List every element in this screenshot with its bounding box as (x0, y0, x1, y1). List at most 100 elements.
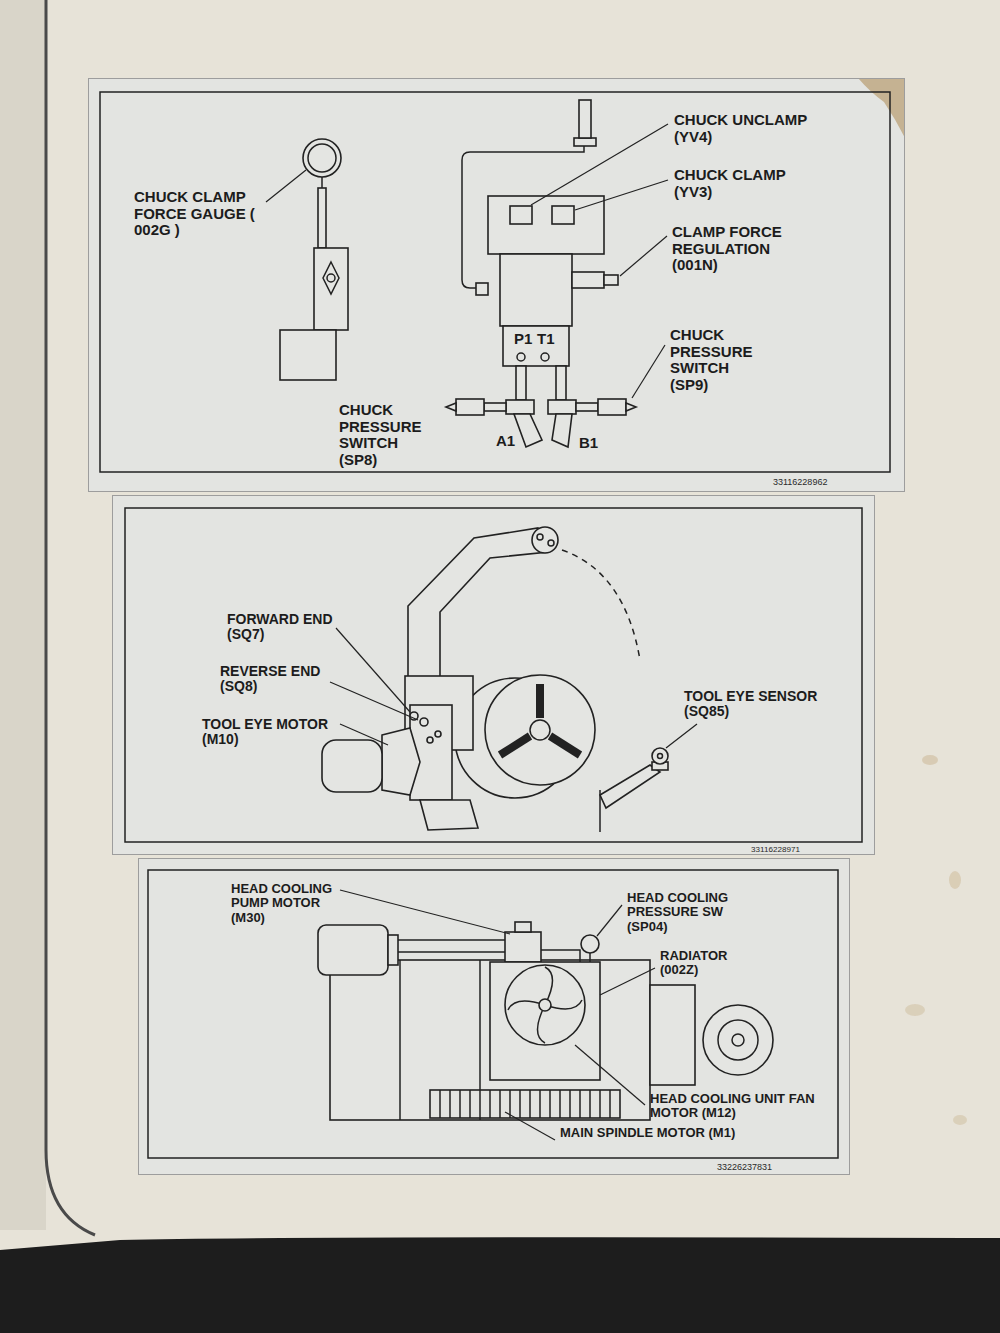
limit-switch (427, 737, 433, 743)
pipe (556, 366, 566, 400)
leader-line (340, 724, 388, 745)
pressure-switch (598, 399, 626, 415)
plate-frame (100, 92, 890, 472)
sensor-arm (599, 790, 601, 832)
fan-blades (508, 967, 582, 1043)
pump-motor (318, 925, 388, 975)
gauge-tube (318, 188, 326, 248)
callout-label: MAIN SPINDLE MOTOR (M1) (560, 1126, 740, 1140)
gauge-base (280, 330, 336, 380)
floor-shadow (0, 1237, 1000, 1333)
leader-line (600, 968, 655, 995)
callout-label: CHUCK UNCLAMP (YV4) (674, 112, 824, 145)
fan-hub (539, 999, 551, 1011)
spindle-nose-ring (718, 1020, 758, 1060)
leader-line (340, 890, 510, 934)
elbow-fitting (514, 414, 542, 447)
plate-ground (88, 78, 905, 492)
plate-frame (125, 508, 862, 842)
callout-label: P1 (514, 331, 532, 348)
callout-label: CLAMP FORCE REGULATION (001N) (672, 224, 807, 274)
callout-label: HEAD COOLING PRESSURE SW (SP04) (627, 891, 767, 934)
cooling-fins (430, 1090, 620, 1118)
tee-fitting (506, 400, 534, 414)
part-number: 33116228962 (773, 478, 827, 488)
solenoid (510, 206, 532, 224)
spindle-nose (703, 1005, 773, 1075)
callout-label: CHUCK CLAMP FORCE GAUGE ( 002G ) (134, 189, 269, 239)
plate-ground (112, 495, 875, 855)
pump (505, 932, 541, 962)
callout-label: CHUCK PRESSURE SWITCH (SP9) (670, 327, 770, 393)
chuck-jaw (550, 736, 580, 755)
solenoid (552, 206, 574, 224)
gauge-dial (303, 139, 341, 177)
label-plate: HEAD COOLING PUMP MOTOR (M30) HEAD COOLIN… (138, 858, 850, 1175)
body-seam (399, 960, 401, 1120)
callout-label: RADIATOR (002Z) (660, 949, 755, 978)
leader-line (575, 1045, 645, 1105)
tool-eye-arm (408, 528, 548, 680)
callout-label: FORWARD END (SQ7) (227, 612, 357, 643)
pressure-switch-tip (626, 403, 636, 411)
callout-label: REVERSE END (SQ8) (220, 664, 345, 695)
bracket (420, 800, 478, 830)
regulator-knob (604, 275, 618, 285)
chuck-face (485, 675, 595, 785)
part-number: 33226237831 (717, 1163, 772, 1173)
tool-eye-sensor (652, 748, 668, 764)
limit-switch (435, 731, 441, 737)
leader-line (666, 724, 697, 748)
leader-line (597, 905, 622, 936)
coolant-pipe (541, 950, 580, 962)
plate-ground (138, 858, 850, 1175)
leader-line (620, 236, 667, 276)
plate-stain (858, 78, 905, 138)
leader-line (531, 124, 668, 205)
pressure-fitting (579, 100, 591, 138)
leader-line (330, 682, 418, 720)
elbow-fitting (552, 414, 572, 447)
coolant-pipe (398, 940, 505, 952)
motor-nut (382, 728, 420, 795)
regulator (572, 272, 604, 288)
part-number: 33116228971 (751, 846, 800, 855)
fin-lines (440, 1090, 610, 1118)
radiator (490, 962, 600, 1080)
leader-line (575, 180, 668, 210)
leader-line (632, 345, 665, 398)
leader-line (266, 170, 306, 202)
port (517, 353, 525, 361)
manifold (500, 254, 572, 326)
spindle-nose-center (732, 1034, 744, 1046)
pump-coupling (388, 935, 398, 965)
pipe (516, 366, 526, 400)
swing-path (562, 550, 640, 660)
tee-fitting (548, 400, 576, 414)
panel-edge (0, 0, 46, 1230)
callout-label: CHUCK CLAMP (YV3) (674, 167, 809, 200)
callout-label: HEAD COOLING PUMP MOTOR (M30) (231, 882, 356, 925)
nipple (576, 403, 598, 411)
gauge-block (314, 248, 348, 330)
chuck-jaw (500, 736, 530, 755)
switch-stem (589, 953, 591, 962)
label-plate: CHUCK UNCLAMP (YV4) CHUCK CLAMP FORCE GAU… (88, 78, 905, 492)
pump-fitting (515, 922, 531, 932)
callout-label: TOOL EYE MOTOR (M10) (202, 717, 352, 748)
leader-line (505, 1112, 555, 1140)
callout-label: B1 (579, 435, 598, 452)
arm-hole (548, 540, 554, 546)
sensor-arm (600, 765, 660, 808)
gauge-valve-hole (327, 274, 335, 282)
port (541, 353, 549, 361)
stain (953, 1115, 967, 1125)
gauge-ring (308, 144, 336, 172)
arm-end (532, 527, 558, 553)
fan (505, 965, 585, 1045)
chuck-jaw (536, 684, 544, 718)
callout-label: T1 (537, 331, 555, 348)
callout-label: HEAD COOLING UNIT FAN MOTOR (M12) (650, 1092, 820, 1121)
fitting (574, 138, 596, 146)
